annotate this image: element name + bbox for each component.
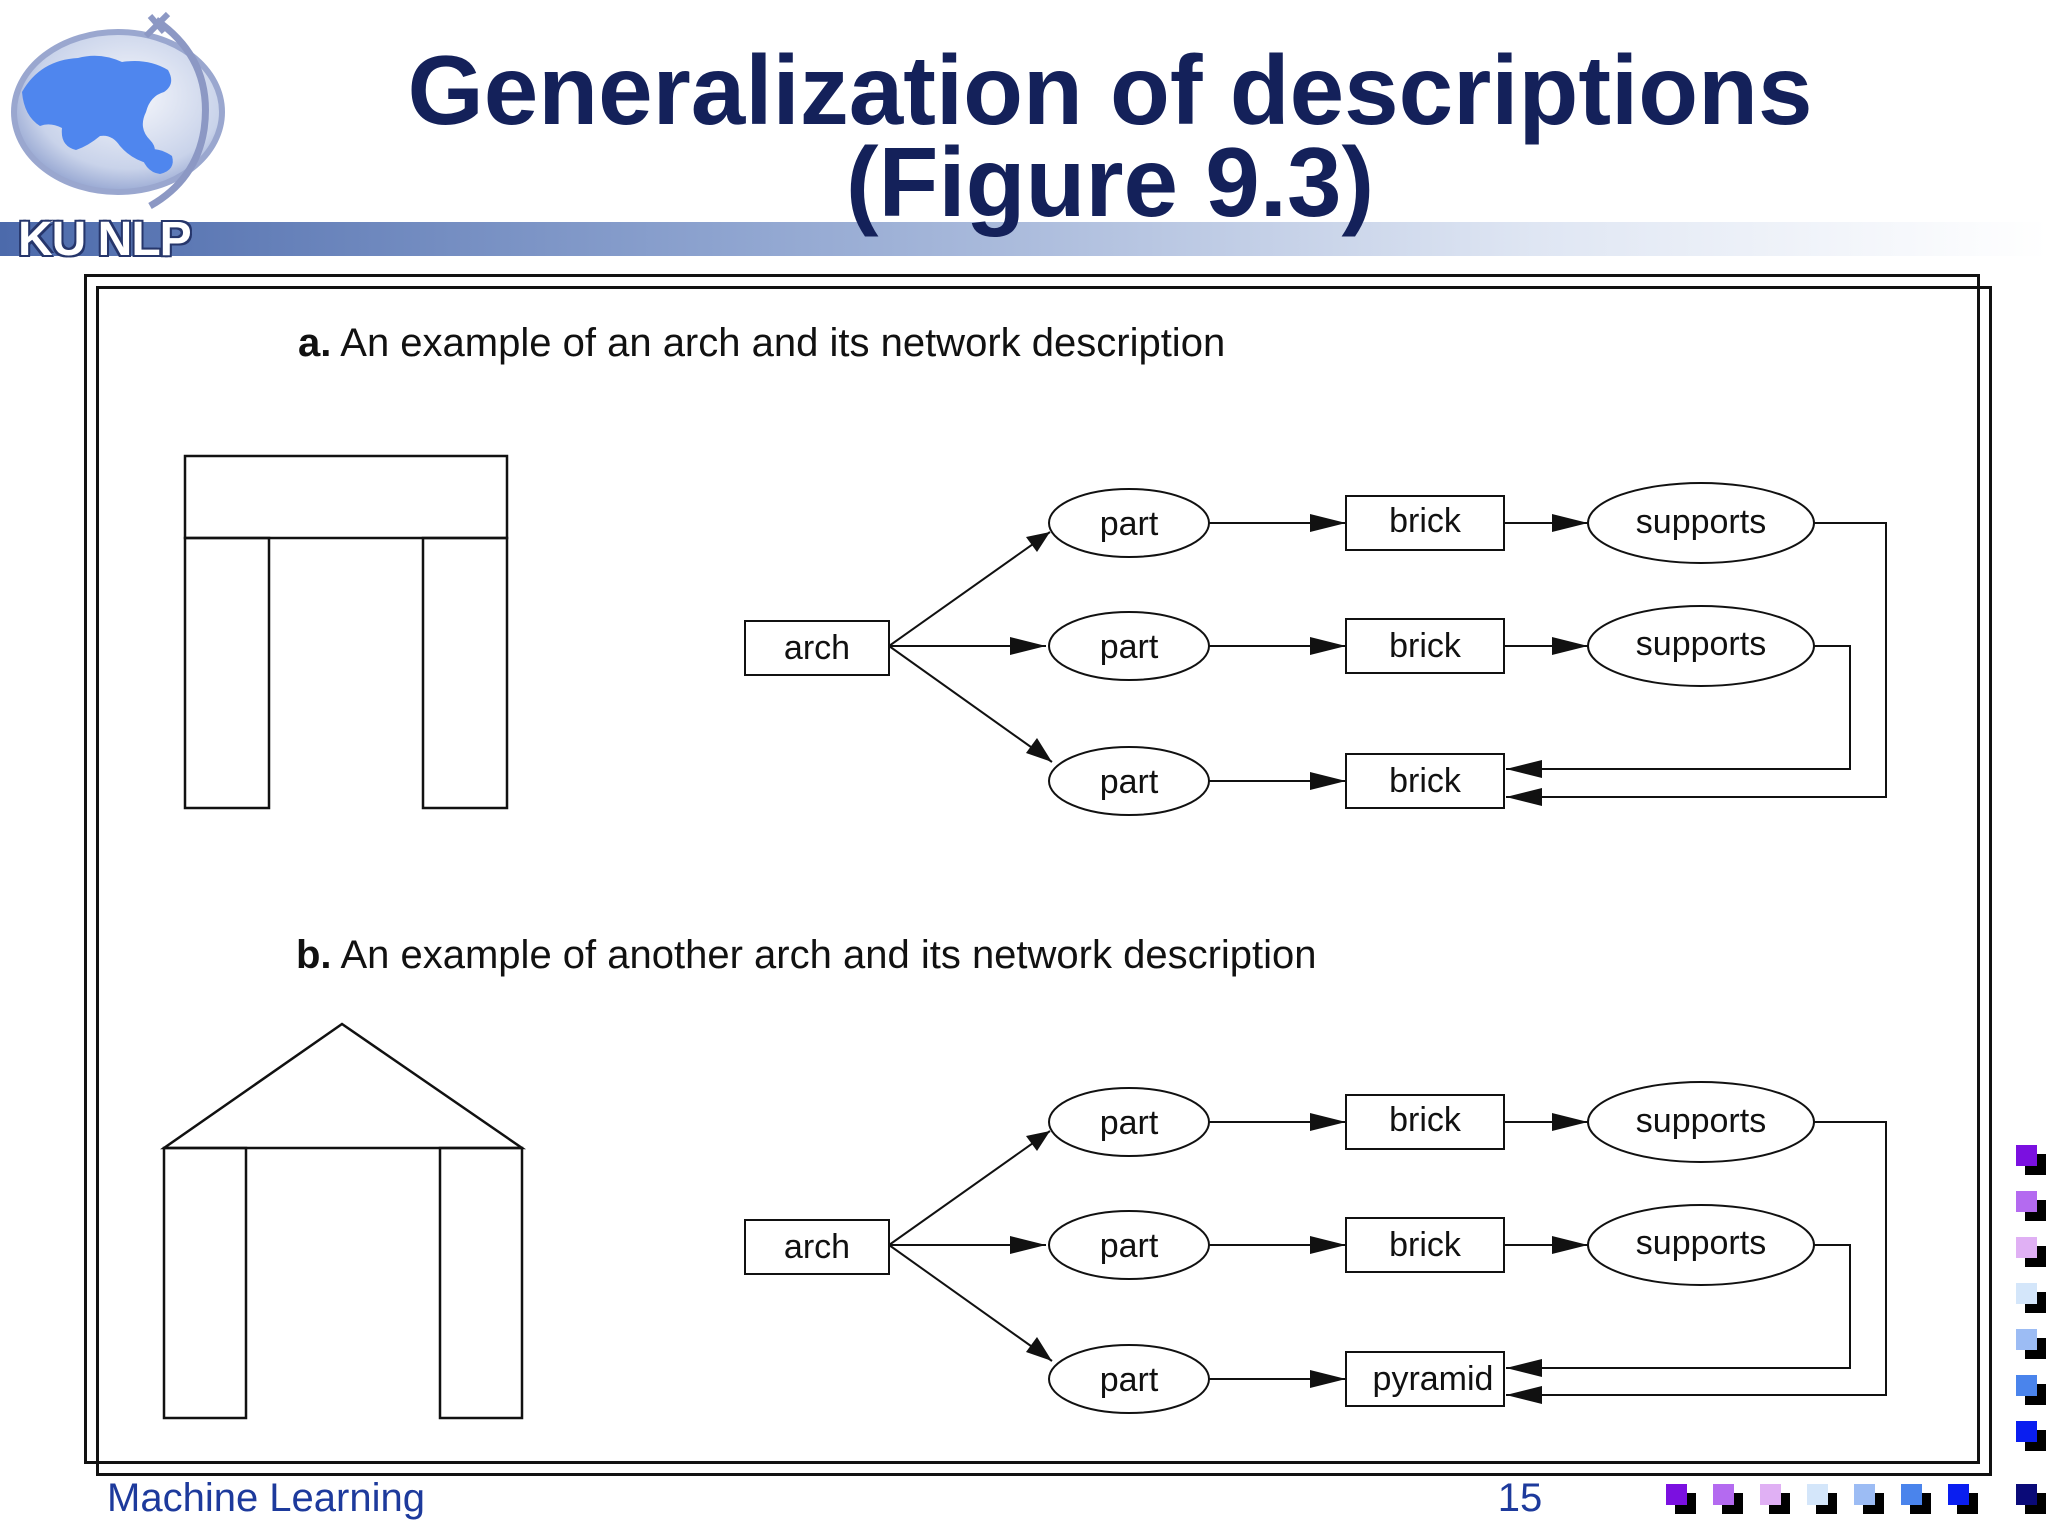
square-icon (2016, 1283, 2046, 1313)
label-relation: supports (1636, 1224, 1766, 1262)
logo-text: KU NLP (18, 213, 192, 266)
label-part: part (1100, 628, 1159, 666)
network-a: arch part part part brick brick brick su… (744, 482, 1887, 816)
square-icon (2016, 1421, 2046, 1451)
label-part: part (1100, 1227, 1159, 1265)
node-part (1048, 1344, 1210, 1414)
node-part (1048, 611, 1210, 681)
node-part (1048, 1087, 1210, 1157)
slide-title-line-1: Generalization of descriptions (407, 35, 1813, 145)
footer-course-title: Machine Learning (107, 1476, 425, 1520)
label-object: brick (1389, 1101, 1462, 1139)
label-object: brick (1389, 502, 1462, 540)
square-icon (2016, 1375, 2046, 1405)
square-icon (2016, 1329, 2046, 1359)
node-supports (1587, 482, 1815, 564)
square-icon (2016, 1237, 2046, 1267)
label-part: part (1100, 1361, 1159, 1399)
node-brick (1345, 1094, 1505, 1150)
square-icon (1854, 1484, 1884, 1514)
node-arch (744, 1219, 890, 1275)
node-brick (1345, 1217, 1505, 1273)
panel-a-caption: a. An example of an arch and its network… (298, 321, 1225, 365)
square-icon (1760, 1484, 1790, 1514)
slide-title-line-2: (Figure 9.3) (845, 127, 1375, 237)
label-arch: arch (784, 1228, 850, 1266)
label-part: part (1100, 505, 1159, 543)
square-icon (1807, 1484, 1837, 1514)
square-icon (1901, 1484, 1931, 1514)
globe-logo-icon (11, 11, 225, 210)
label-part: part (1100, 763, 1159, 801)
square-icon (2016, 1484, 2046, 1514)
square-icon (1666, 1484, 1696, 1514)
node-part (1048, 1210, 1210, 1280)
header-gradient-bar (0, 222, 2048, 256)
network-b: arch part part part brick brick pyramid … (744, 1081, 1887, 1414)
node-pyramid (1345, 1351, 1505, 1407)
label-relation: supports (1636, 625, 1766, 663)
node-supports (1587, 1081, 1815, 1163)
label-object: pyramid (1373, 1360, 1494, 1398)
node-part (1048, 746, 1210, 816)
node-part (1048, 488, 1210, 558)
node-supports (1587, 1204, 1815, 1286)
node-brick (1345, 495, 1505, 551)
arch-drawing-b (160, 1022, 527, 1420)
node-brick (1345, 618, 1505, 674)
label-object: brick (1389, 1226, 1462, 1264)
node-arch (744, 620, 890, 676)
label-object: brick (1389, 627, 1462, 665)
label-part: part (1100, 1104, 1159, 1142)
square-icon (1713, 1484, 1743, 1514)
figure-frame-outer (84, 274, 1980, 1464)
figure-frame-inner (96, 286, 1992, 1476)
label-arch: arch (784, 629, 850, 667)
label-relation: supports (1636, 503, 1766, 541)
node-supports (1587, 605, 1815, 687)
node-brick (1345, 753, 1505, 809)
square-icon (2016, 1145, 2046, 1175)
label-object: brick (1389, 762, 1462, 800)
panel-b-caption: b. An example of another arch and its ne… (296, 933, 1317, 977)
square-icon (1948, 1484, 1978, 1514)
square-icon (2016, 1191, 2046, 1221)
label-relation: supports (1636, 1102, 1766, 1140)
page-number: 15 (1497, 1476, 1543, 1520)
arch-drawing-a (183, 454, 509, 810)
